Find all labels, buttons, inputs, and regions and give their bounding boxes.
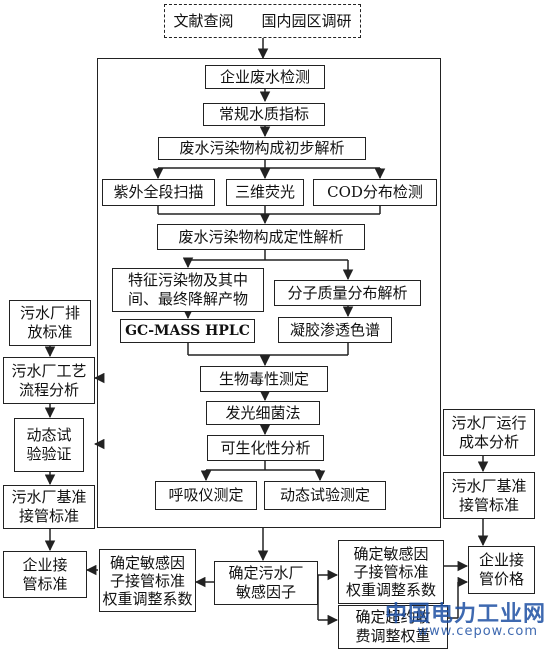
- dynamic-experiment-test: 动态试验测定: [264, 481, 386, 510]
- feature-pollutants: 特征污染物及其中 间、最终降解产物: [112, 268, 264, 312]
- plant-sensitive-factor: 确定污水厂 敏感因子: [214, 561, 318, 605]
- gel-permeation: 凝胶渗透色谱: [278, 317, 392, 343]
- enterprise-standard: 企业接 管标准: [3, 551, 87, 598]
- domestic-park-survey-label: 国内园区调研: [261, 11, 352, 30]
- luminous-bacteria: 发光细菌法: [206, 401, 320, 425]
- plant-process-analysis: 污水厂工艺 流程分析: [3, 357, 95, 404]
- plant-baseline-standard-left: 污水厂基准 接管标准: [3, 485, 95, 529]
- dynamic-verification: 动态试 验验证: [14, 418, 84, 472]
- research-box: 文献查阅 国内园区调研: [164, 4, 361, 38]
- 3d-fluorescence: 三维荧光: [226, 179, 304, 206]
- respirometer-test: 呼吸仪测定: [155, 481, 257, 510]
- analysis-frame: [97, 58, 441, 528]
- plant-discharge-standard: 污水厂排 放标准: [9, 300, 91, 346]
- right-weight-coefficient: 确定敏感因 子接管标准 权重调整系数: [338, 540, 444, 604]
- preliminary-analysis: 废水污染物构成初步解析: [158, 137, 366, 160]
- plant-cost-analysis: 污水厂运行 成本分析: [443, 409, 535, 456]
- left-weight-coefficient: 确定敏感因 子接管标准 权重调整系数: [99, 549, 196, 612]
- enterprise-wastewater-test: 企业废水检测: [205, 65, 325, 89]
- qualitative-analysis: 废水污染物构成定性解析: [157, 224, 365, 250]
- enterprise-price: 企业接 管价格: [468, 546, 535, 594]
- gcms-hplc: GC-MASS HPLC: [120, 319, 255, 343]
- plant-baseline-standard-right: 污水厂基准 接管标准: [443, 472, 535, 519]
- biodegradability: 可生化性分析: [207, 435, 324, 461]
- uv-scan: 紫外全段扫描: [102, 179, 215, 206]
- routine-indicators: 常规水质指标: [203, 103, 325, 126]
- cod-distribution: COD分布检测: [313, 179, 437, 206]
- literature-review-label: 文献查阅: [173, 11, 234, 30]
- toxicity-test: 生物毒性测定: [200, 366, 328, 392]
- molecular-weight-analysis: 分子质量分布解析: [274, 280, 421, 306]
- watermark-url: www.cepow.com: [417, 624, 538, 639]
- watermark-name: 中国电力工业网: [384, 602, 546, 627]
- overage-fee-weight: 确定超约收 费调整权重: [338, 605, 448, 649]
